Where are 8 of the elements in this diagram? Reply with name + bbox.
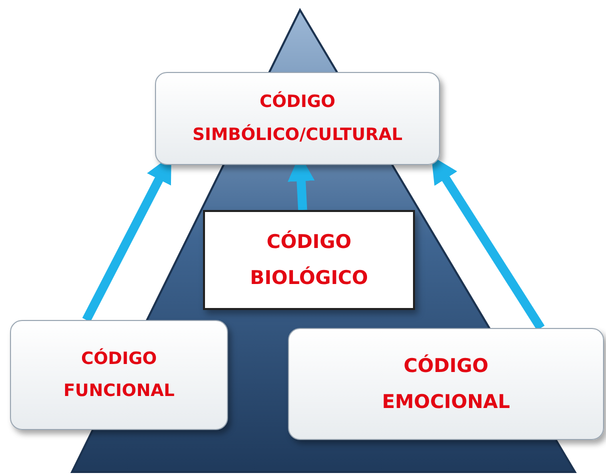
node-label: CÓDIGO BIOLÓGICO	[248, 229, 370, 291]
code-card	[155, 72, 440, 165]
code-box	[203, 210, 415, 310]
code-card	[288, 328, 604, 440]
node-label: CÓDIGO FUNCIONAL	[62, 347, 176, 403]
node-label: CÓDIGO EMOCIONAL	[381, 353, 511, 415]
node-label: CÓDIGO SIMBÓLICO/CULTURAL	[192, 90, 404, 146]
code-card	[10, 320, 228, 430]
